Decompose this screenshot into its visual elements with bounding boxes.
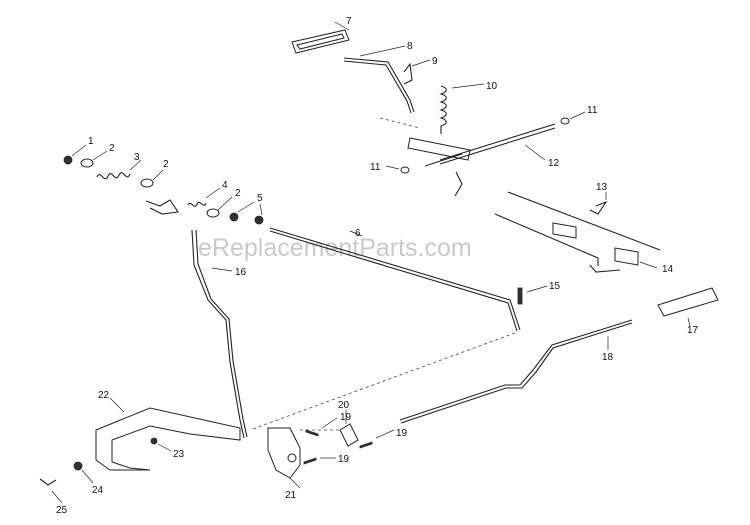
callout-labels: 7 8 9 10 11 11 12 1 2 3 2 4 2 5 6 13 14 … [56,16,699,516]
part-16-rod [191,229,248,439]
callout-1: 1 [88,136,94,147]
callout-24: 24 [92,485,104,496]
parts-19-20-pins [303,410,395,465]
part-10-spring [439,83,485,134]
part-8-lever-arm [343,45,415,114]
callout-7: 7 [346,16,352,27]
part-21-plate [267,427,340,489]
part-9-clip [403,59,431,85]
part-17-pedal-pad [657,287,719,327]
parts-23-25-fasteners [39,437,172,504]
part-12-shaft-assembly [379,117,556,197]
callout-4: 4 [222,180,228,191]
callout-19-c: 19 [338,454,350,465]
callout-20: 20 [338,400,350,411]
callout-19-a: 19 [340,412,352,423]
part-18-pedal-rod [399,319,633,424]
callout-11-lower: 11 [370,162,381,173]
callout-17: 17 [687,325,699,336]
callout-2-b: 2 [163,159,169,170]
callout-19-b: 19 [396,428,408,439]
callout-14: 14 [662,264,674,275]
callout-11-upper: 11 [587,105,598,116]
part-7-grip [291,21,350,54]
callout-12: 12 [548,158,560,169]
part-6-long-rod [249,227,521,431]
callout-25: 25 [56,505,68,516]
part-11-clips [385,111,586,174]
callout-16: 16 [235,267,247,278]
callout-5: 5 [257,193,263,204]
callout-9: 9 [432,56,438,67]
callout-22: 22 [98,390,110,401]
callout-10: 10 [486,81,498,92]
parts-1-5-hardware [63,144,264,225]
callout-6: 6 [355,228,361,239]
callout-3: 3 [134,152,140,163]
part-22-bracket [95,397,241,471]
part-13-14-bracket [494,191,661,273]
callout-2-c: 2 [235,188,241,199]
callout-21: 21 [285,490,297,501]
callout-18: 18 [602,352,614,363]
callout-13: 13 [596,182,608,193]
callout-2-a: 2 [109,143,115,154]
callout-23: 23 [173,449,185,460]
callout-15: 15 [549,281,561,292]
part-15-pin [517,285,548,305]
callout-8: 8 [407,41,413,52]
